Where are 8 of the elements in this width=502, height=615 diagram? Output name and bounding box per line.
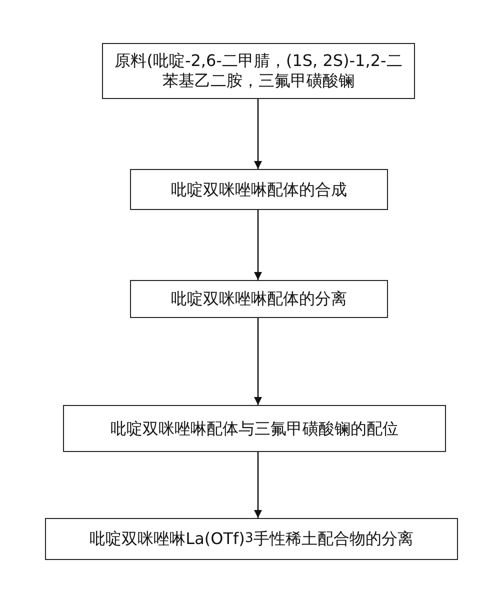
arrow (254, 210, 262, 280)
process-box: 吡啶双咪唑啉配体与三氟甲磺酸镧的配位 (63, 405, 446, 452)
process-box: 吡啶双咪唑啉配体的分离 (130, 280, 388, 318)
process-box: 原料(吡啶-2,6-二甲腈，(1S, 2S)-1,2-二苯基乙二胺，三氟甲磺酸镧 (102, 43, 415, 99)
arrow (254, 452, 262, 518)
arrow (254, 99, 262, 169)
process-box: 吡啶双咪唑啉配体的合成 (130, 169, 388, 210)
arrow (254, 318, 262, 405)
